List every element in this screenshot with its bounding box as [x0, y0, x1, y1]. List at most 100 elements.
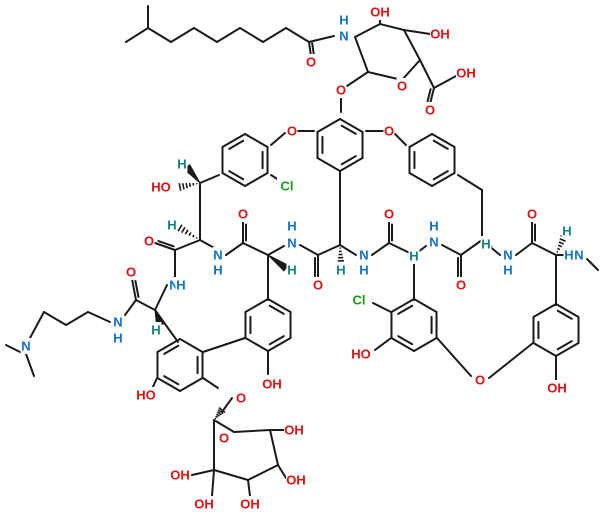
backbone-bond — [154, 284, 168, 311]
label-mask — [262, 376, 282, 392]
hashed-bond — [557, 244, 563, 248]
backbone-bond — [371, 242, 390, 256]
hashed-bond — [557, 247, 561, 251]
aromatic-ring-bond — [228, 139, 245, 150]
atom-label-ho-ring-center: HO — [351, 347, 371, 362]
backbone-bond — [135, 299, 156, 311]
aromatic-ring-bond — [228, 170, 245, 181]
label-mask — [237, 206, 249, 222]
backbone-bond — [174, 239, 201, 251]
atom-label-h-nh-5: H — [503, 263, 512, 278]
tail-bond — [193, 27, 218, 43]
backbone-bond — [317, 244, 341, 256]
hashed-bond — [191, 234, 195, 238]
atom-label-oh-top-2: OH — [430, 27, 450, 42]
backbone-bond — [515, 242, 533, 256]
atom-label-o-carbonyl-1: O — [144, 234, 154, 249]
glycosidic-bond — [346, 71, 369, 87]
hydroxyl-bond — [247, 479, 251, 497]
tail-bond — [216, 27, 241, 43]
atom-label-oh-mannose-4: OH — [170, 468, 190, 483]
side-chain-bond — [43, 311, 67, 326]
hydroxyl-bond — [374, 337, 392, 351]
atom-label-n-amide-side: N — [113, 315, 122, 330]
tail-bond — [125, 27, 149, 43]
methyl-bond — [586, 258, 599, 271]
hashed-bond — [181, 183, 185, 190]
aromatic-ring-bond — [432, 170, 449, 181]
aromatic-ring-bond — [221, 133, 246, 148]
sugar-ring-bond — [269, 429, 279, 466]
backbone-bond — [339, 244, 357, 256]
label-mask — [474, 372, 486, 388]
label-mask — [358, 262, 370, 278]
acid-bond — [433, 75, 457, 89]
aromatic-ring-bond — [267, 337, 292, 352]
hashed-bond — [215, 415, 219, 419]
atom-label-oh-top-1: OH — [370, 5, 390, 20]
wedge-bond — [267, 254, 289, 272]
side-chain-bond — [87, 311, 111, 323]
aromatic-ring-bond — [555, 342, 580, 357]
backbone-bond — [531, 242, 557, 256]
methyl-bond — [25, 353, 35, 377]
aromatic-ring-bond — [413, 337, 438, 352]
label-mask — [166, 217, 178, 233]
aromatic-ring-bond — [413, 298, 438, 313]
bond — [199, 174, 220, 184]
ether-bond — [270, 132, 286, 146]
ether-bond — [436, 337, 472, 377]
label-mask — [125, 264, 137, 280]
sugar-ring-bond — [379, 23, 405, 31]
label-mask — [277, 178, 297, 194]
label-mask — [383, 206, 395, 222]
carbonyl-bond — [134, 279, 140, 298]
hydroxyl-bond — [277, 464, 287, 479]
hydroxyl-bond — [191, 469, 215, 476]
label-mask — [335, 82, 347, 98]
aromatic-ring-bond — [163, 344, 180, 355]
label-mask — [240, 496, 260, 512]
label-mask — [396, 78, 408, 94]
atom-label-nh-2: N — [287, 236, 296, 251]
atom-label-oh-mannose-2: OH — [286, 473, 306, 488]
atom-label-h-nh-1: H — [213, 263, 222, 278]
atom-label-oh-ring-biaryl: OH — [262, 377, 282, 392]
methyl-bond — [5, 344, 23, 354]
aromatic-ring-bond — [556, 340, 573, 351]
backbone-bond — [299, 244, 319, 256]
sugar-ring-bond — [233, 429, 271, 433]
label-mask — [456, 65, 476, 81]
aromatic-ring-bond — [244, 337, 269, 352]
aromatic-ring-bond — [267, 298, 292, 313]
label-mask — [284, 422, 304, 438]
label-mask — [286, 123, 298, 139]
aromatic-ring-bond — [397, 335, 414, 346]
atom-label-o-biaryl-ether: O — [475, 373, 485, 388]
aromatic-ring-bond — [408, 133, 433, 148]
aromatic-ring-bond — [432, 139, 449, 150]
label-mask — [235, 390, 247, 406]
acid-carbonyl-bond — [429, 87, 435, 105]
atom-label-h-amide-side: H — [113, 331, 122, 346]
tail-bond — [147, 27, 172, 43]
label-mask — [112, 314, 124, 330]
atom-label-h-nh-4: H — [429, 219, 438, 234]
bond — [154, 309, 179, 343]
label-mask — [480, 236, 492, 252]
biaryl-bond — [202, 337, 246, 353]
atom-label-o-carbonyl-3: O — [313, 278, 323, 293]
hashed-bond — [218, 407, 226, 413]
label-mask — [312, 277, 324, 293]
hashed-bond — [178, 183, 182, 191]
atom-label-h-nh-6: H — [176, 278, 185, 293]
sugar-ring-bond — [213, 469, 249, 481]
label-mask — [136, 387, 156, 403]
label-mask — [305, 54, 317, 70]
aromatic-ring-bond — [339, 157, 364, 172]
aromatic-ring-bond — [244, 172, 269, 187]
aromatic-ring-bond — [397, 304, 414, 315]
atom-label-o-carbonyl-5: O — [456, 278, 466, 293]
hashed-bond — [188, 182, 192, 188]
